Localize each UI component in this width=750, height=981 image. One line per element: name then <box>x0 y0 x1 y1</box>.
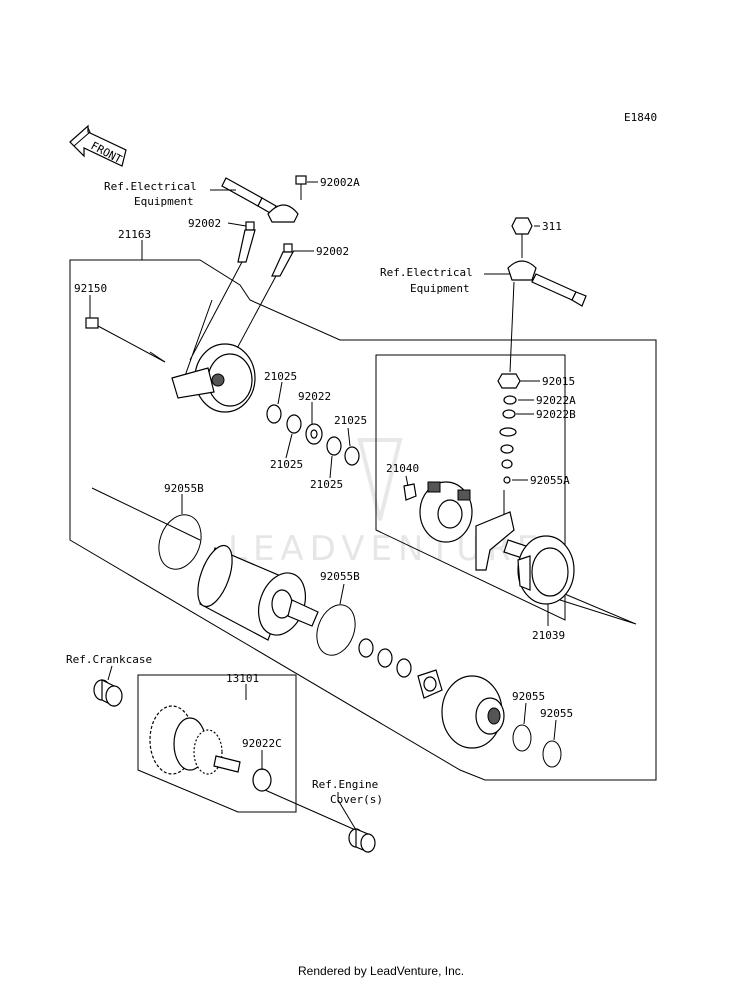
o-ring-92055b-right <box>316 604 356 656</box>
watermark-logo <box>357 438 403 521</box>
o-ring-92055b-left <box>158 514 202 570</box>
lock-plate <box>417 669 443 699</box>
terminal-stack-right <box>497 217 587 520</box>
clutch-assembly-frame <box>137 674 297 813</box>
label-equipment-1: Equipment <box>134 195 194 208</box>
label-92022c: 92022C <box>242 737 282 750</box>
label-92055-a: 92055 <box>512 690 545 703</box>
label-21025-b: 21025 <box>334 414 367 427</box>
axis-line-left <box>91 487 201 541</box>
label-92022a: 92022A <box>536 394 576 407</box>
label-92002a: 92002A <box>320 176 360 189</box>
label-311: 311 <box>542 220 562 233</box>
washer-92022c <box>252 768 272 792</box>
label-ref-engine: Ref.Engine <box>312 778 378 791</box>
label-ref-electrical-1: Ref.Electrical <box>104 180 197 193</box>
label-21025-c: 21025 <box>270 458 303 471</box>
label-equipment-2: Equipment <box>410 282 470 295</box>
label-92002-b: 92002 <box>316 245 349 258</box>
electrical-cable-top <box>221 177 299 223</box>
label-ref-electrical-2: Ref.Electrical <box>380 266 473 279</box>
brush-holder <box>403 481 527 571</box>
label-92055b-b: 92055B <box>320 570 360 583</box>
callout-leaders <box>89 181 557 831</box>
brush-assembly-frame <box>375 354 566 621</box>
label-92055a: 92055A <box>530 474 570 487</box>
label-21025-a: 21025 <box>264 370 297 383</box>
label-92015: 92015 <box>542 375 575 388</box>
bolt-92002-right <box>271 243 295 277</box>
label-92002-a: 92002 <box>188 217 221 230</box>
label-21040: 21040 <box>386 462 419 475</box>
bolt-92002a <box>295 175 307 200</box>
shim-washers <box>358 638 412 678</box>
label-92055-b: 92055 <box>540 707 573 720</box>
washer-stack <box>266 404 360 466</box>
label-21039: 21039 <box>532 629 565 642</box>
engine-cover-bushing <box>348 828 376 853</box>
axis-line-bottom <box>264 789 361 833</box>
assembly-outline <box>69 259 657 781</box>
starter-clutch-gear <box>149 705 241 775</box>
front-arrow-icon: FRONT <box>69 124 127 167</box>
label-21163: 21163 <box>118 228 151 241</box>
label-cover-s: Cover(s) <box>330 793 383 806</box>
front-cover <box>441 675 505 749</box>
footer-credit: Rendered by LeadVenture, Inc. <box>298 964 464 978</box>
label-92055b-a: 92055B <box>164 482 204 495</box>
bolt-92002-left <box>237 221 256 263</box>
long-bolt-92150 <box>85 317 166 363</box>
crankcase-bushing <box>93 679 123 707</box>
o-ring-92055-a <box>512 724 532 752</box>
label-ref-crankcase: Ref.Crankcase <box>66 653 152 666</box>
starter-motor-body <box>197 544 319 641</box>
end-cover-21163 <box>171 343 256 413</box>
label-92022b: 92022B <box>536 408 576 421</box>
axis-line-right <box>559 591 637 625</box>
label-21025-d: 21025 <box>310 478 343 491</box>
label-92150: 92150 <box>74 282 107 295</box>
label-13101: 13101 <box>226 672 259 685</box>
diagram-code: E1840 <box>624 111 657 124</box>
label-92022: 92022 <box>298 390 331 403</box>
o-ring-92055-b <box>542 740 562 768</box>
brush-housing-21039 <box>517 535 575 605</box>
